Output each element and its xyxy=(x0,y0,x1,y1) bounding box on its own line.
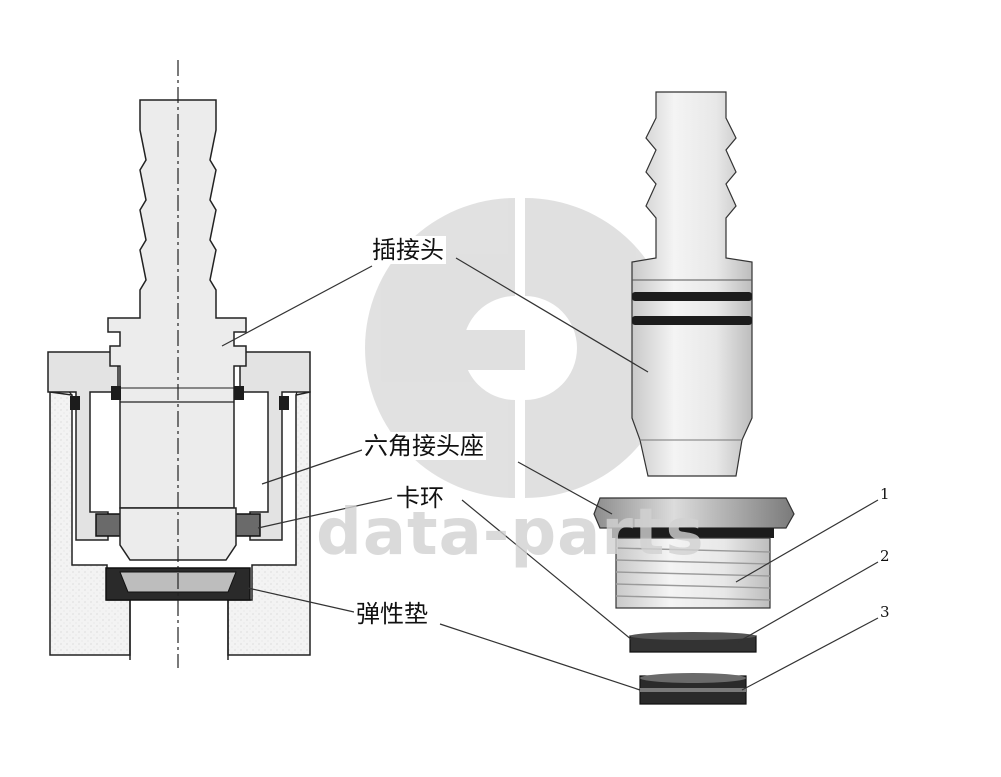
part-number-1: 1 xyxy=(880,485,890,503)
watermark-text: data-parts xyxy=(316,496,705,570)
plug-section xyxy=(107,99,247,509)
label-hex-seat: 六角接头座 xyxy=(362,432,486,460)
leader-lines xyxy=(221,257,879,691)
label-elastic-pad: 弹性垫 xyxy=(354,600,430,628)
label-snap-ring: 卡环 xyxy=(394,484,446,512)
snap-ring-section-right xyxy=(233,513,261,537)
exploded-view xyxy=(593,91,795,705)
section-view xyxy=(47,60,311,668)
hex-seat-part xyxy=(593,497,795,529)
plug-oring-1 xyxy=(632,292,752,301)
snap-ring-section-left xyxy=(95,513,123,537)
plug-oring-2 xyxy=(632,316,752,325)
plug-part xyxy=(631,91,753,477)
part-number-2: 2 xyxy=(880,547,890,565)
hex-seat-section xyxy=(47,351,119,541)
part-number-3: 3 xyxy=(880,603,890,621)
label-plug: 插接头 xyxy=(370,236,446,264)
